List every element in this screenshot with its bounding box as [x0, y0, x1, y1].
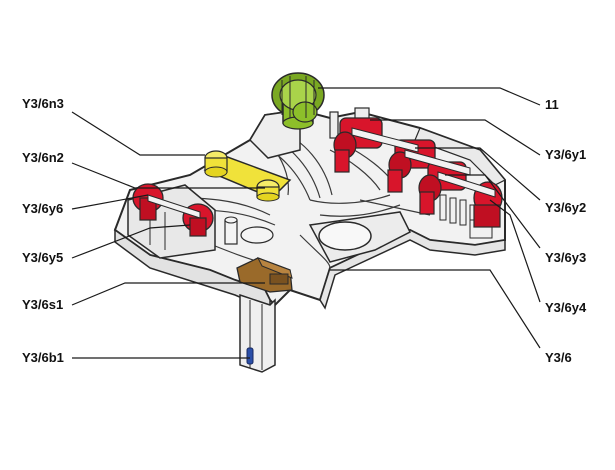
solenoid-valves-left — [132, 183, 214, 237]
leader-y3-6n2 — [71, 162, 265, 189]
round-connector — [271, 72, 325, 130]
label-11: 11 — [545, 97, 559, 112]
label-y3-6y5: Y3/6y5 — [22, 250, 64, 265]
leader-y3-6y6 — [71, 194, 149, 210]
leader-y3-6n3 — [71, 111, 205, 156]
label-y3-6y2: Y3/6y2 — [545, 200, 587, 215]
speed-sensors — [203, 150, 292, 202]
leader-y3-6y5 — [71, 224, 191, 259]
label-y3-6y1: Y3/6y1 — [545, 147, 587, 162]
bowl-cavity — [308, 211, 412, 263]
label-y3-6y6: Y3/6y6 — [22, 201, 64, 216]
leader-y3-6y3 — [445, 174, 541, 249]
temperature-sensor-post — [239, 293, 276, 373]
label-y3-6n3: Y3/6n3 — [22, 96, 64, 111]
solenoid-valves-right — [333, 117, 503, 228]
leader-y3-6y4 — [489, 199, 541, 303]
label-y3-6n2: Y3/6n2 — [22, 150, 64, 165]
label-y3-6b1: Y3/6b1 — [22, 350, 64, 365]
leader-11 — [318, 87, 541, 106]
leader-lines — [71, 87, 541, 359]
label-y3-6y4: Y3/6y4 — [545, 300, 587, 315]
leader-y3-6 — [330, 269, 541, 349]
solenoid-spacers — [351, 127, 496, 198]
label-y3-6s1: Y3/6s1 — [22, 297, 64, 312]
label-y3-6y3: Y3/6y3 — [545, 250, 587, 265]
leader-y3-6y2 — [415, 147, 541, 201]
leader-y3-6y1 — [370, 119, 541, 156]
label-y3-6: Y3/6 — [545, 350, 572, 365]
leader-y3-6s1 — [71, 282, 265, 306]
